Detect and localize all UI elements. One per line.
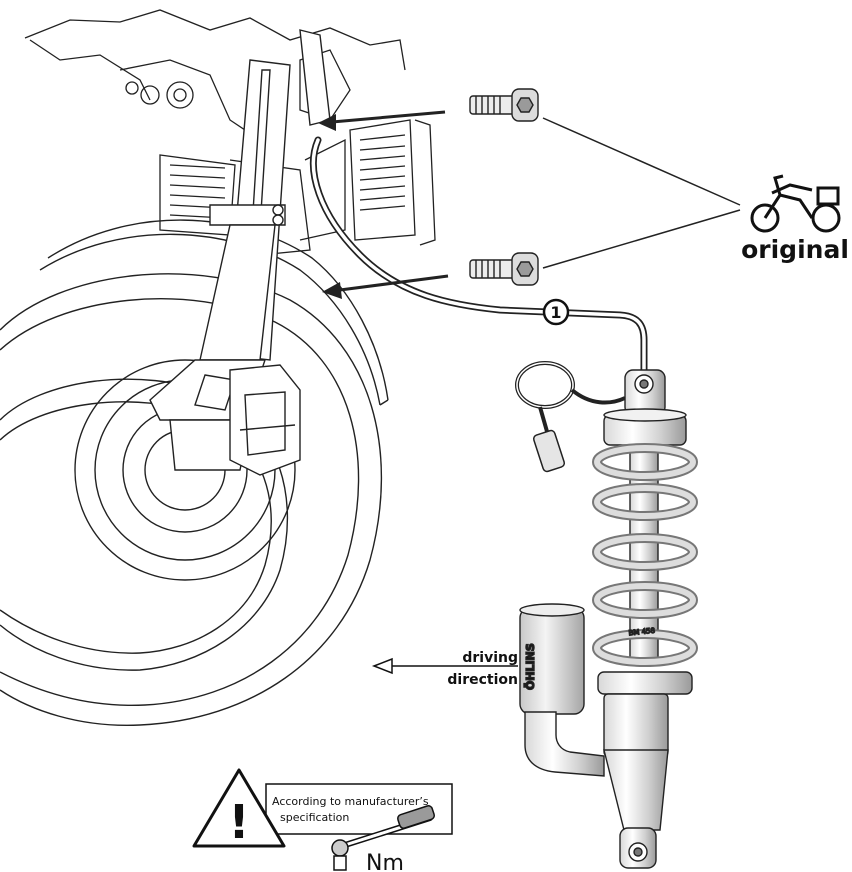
shock-absorber: BM 458 ÖHLINS (519, 369, 698, 869)
front-fender (39, 219, 389, 406)
brake-caliper (229, 364, 301, 476)
shock-spring (592, 443, 698, 667)
callout-1: 1 (542, 298, 570, 326)
driving-direction-arrow (371, 657, 518, 675)
torque-wrench-icon (331, 805, 435, 871)
torque-warning: ! According to manufacturer’s specificat… (192, 768, 453, 872)
mount-arrow-top (318, 110, 446, 131)
warning-text-1: According to manufacturer’s (272, 795, 429, 808)
original-label: original (741, 235, 849, 264)
warning-exclamation: ! (229, 795, 250, 849)
cable-route (309, 136, 648, 382)
bolt-top (469, 88, 539, 122)
bolt-bottom (469, 252, 539, 286)
reservoir-brand: ÖHLINS (523, 643, 537, 690)
callout-1-number: 1 (550, 303, 561, 322)
driving-direction-label-1: driving (462, 650, 518, 666)
torque-unit: Nm (366, 851, 404, 872)
remote-cable (515, 361, 626, 473)
warning-text-2: specification (280, 811, 349, 824)
mount-arrow-bottom (322, 274, 449, 299)
front-fork (149, 29, 331, 471)
original-leader-lines (542, 117, 741, 269)
driving-direction-label-2: direction (447, 672, 518, 688)
shock-label: BM 458 (628, 627, 655, 638)
front-wheel (0, 273, 383, 727)
motorcycle-icon (750, 174, 841, 233)
warning-icon (192, 768, 286, 848)
